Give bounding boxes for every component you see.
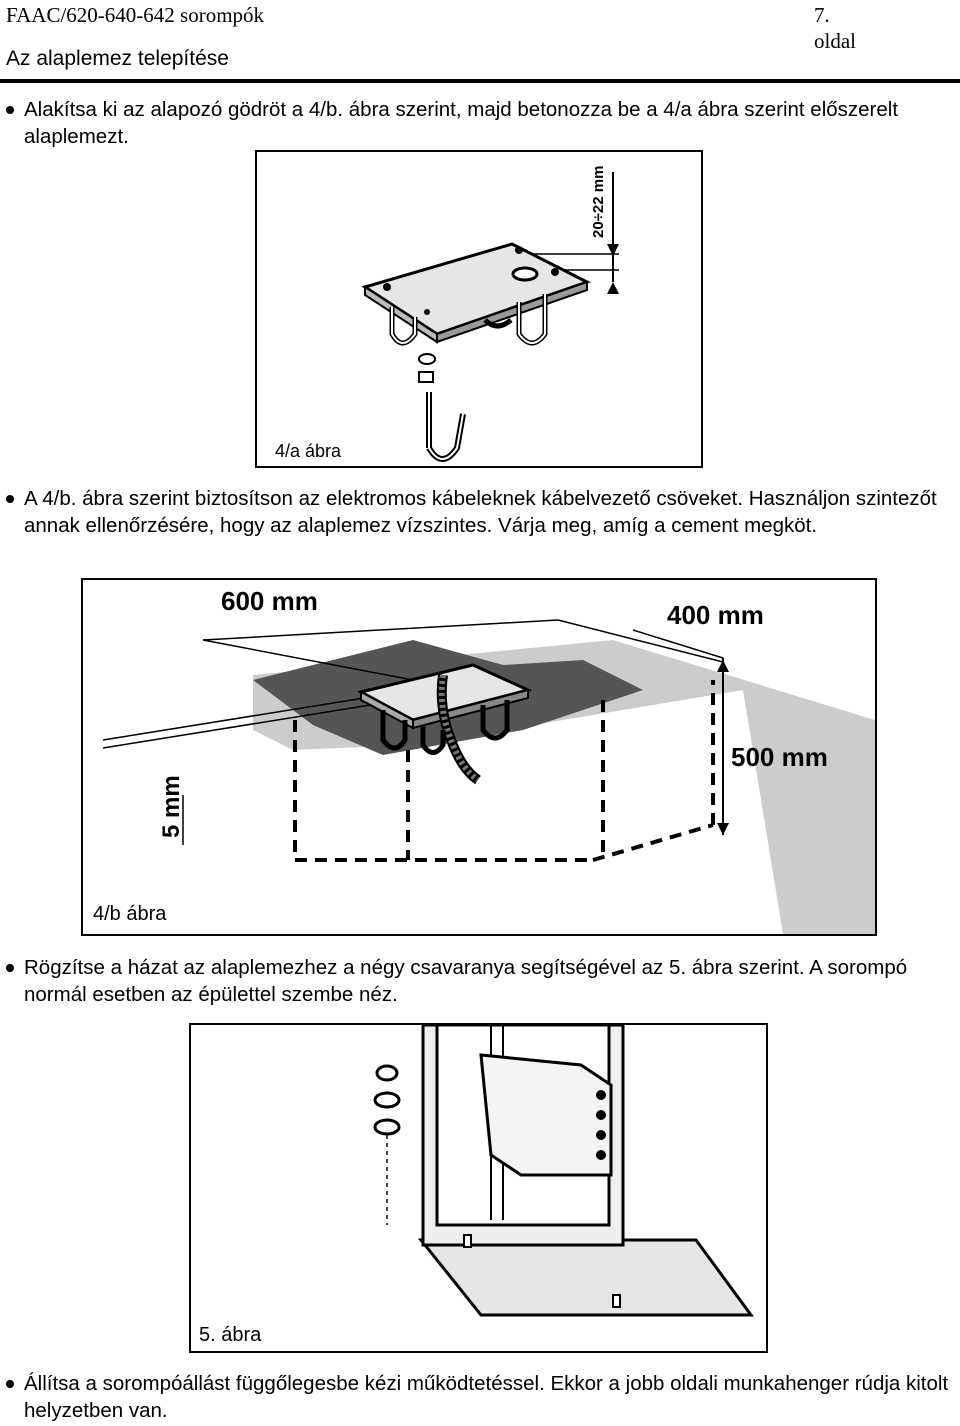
base-plate-diagram: 20÷22 mm 4/a ábra [275,166,619,462]
instruction-item-3: Rögzítse a házat az alaplemezhez a négy … [6,954,954,1010]
bullet-icon [6,964,14,972]
figure-4a: 20÷22 mm 4/a ábra [255,150,703,468]
figure-caption: 4/b ábra [93,903,167,925]
bullet-icon [6,106,14,114]
foundation-pit-diagram: 600 mm 400 mm 500 mm 5 mm 4/b ábra [93,586,875,934]
header-divider [0,79,960,83]
barrier-housing-diagram: 5. ábra [199,1025,754,1346]
figure-5: 5. ábra [189,1023,768,1353]
depth-dimension-label: 400 mm [667,600,764,630]
instruction-text: Állítsa a sorompóállást függőlegesbe kéz… [24,1372,949,1422]
figure-4b: 600 mm 400 mm 500 mm 5 mm 4/b ábra [81,578,877,936]
section-title: Az alaplemez telepítése [6,47,229,70]
height-dimension-label: 500 mm [731,742,828,772]
page-number: 7. oldal [814,3,856,53]
width-dimension-label: 600 mm [221,586,318,616]
figure-caption: 4/a ábra [275,441,342,461]
dimension-label: 20÷22 mm [590,166,607,238]
figure-caption: 5. ábra [199,1324,262,1346]
instruction-item-2: A 4/b. ábra szerint biztosítson az elekt… [6,485,954,569]
instruction-text: Alakítsa ki az alapozó gödröt a 4/b. ábr… [24,98,899,148]
instruction-text: A 4/b. ábra szerint biztosítson az elekt… [24,487,937,537]
bullet-icon [6,1380,14,1388]
instruction-item-4: Állítsa a sorompóállást függőlegesbe kéz… [6,1370,954,1426]
instruction-text: Rögzítse a házat az alaplemezhez a négy … [24,956,908,1006]
small-dimension-label: 5 mm [158,775,185,838]
bullet-icon [6,495,14,503]
document-title: FAAC/620-640-642 sorompók [6,3,265,27]
instruction-item-1: Alakítsa ki az alapozó gödröt a 4/b. ábr… [6,96,954,152]
page-header: FAAC/620-640-642 sorompók 7. oldal [6,0,876,53]
